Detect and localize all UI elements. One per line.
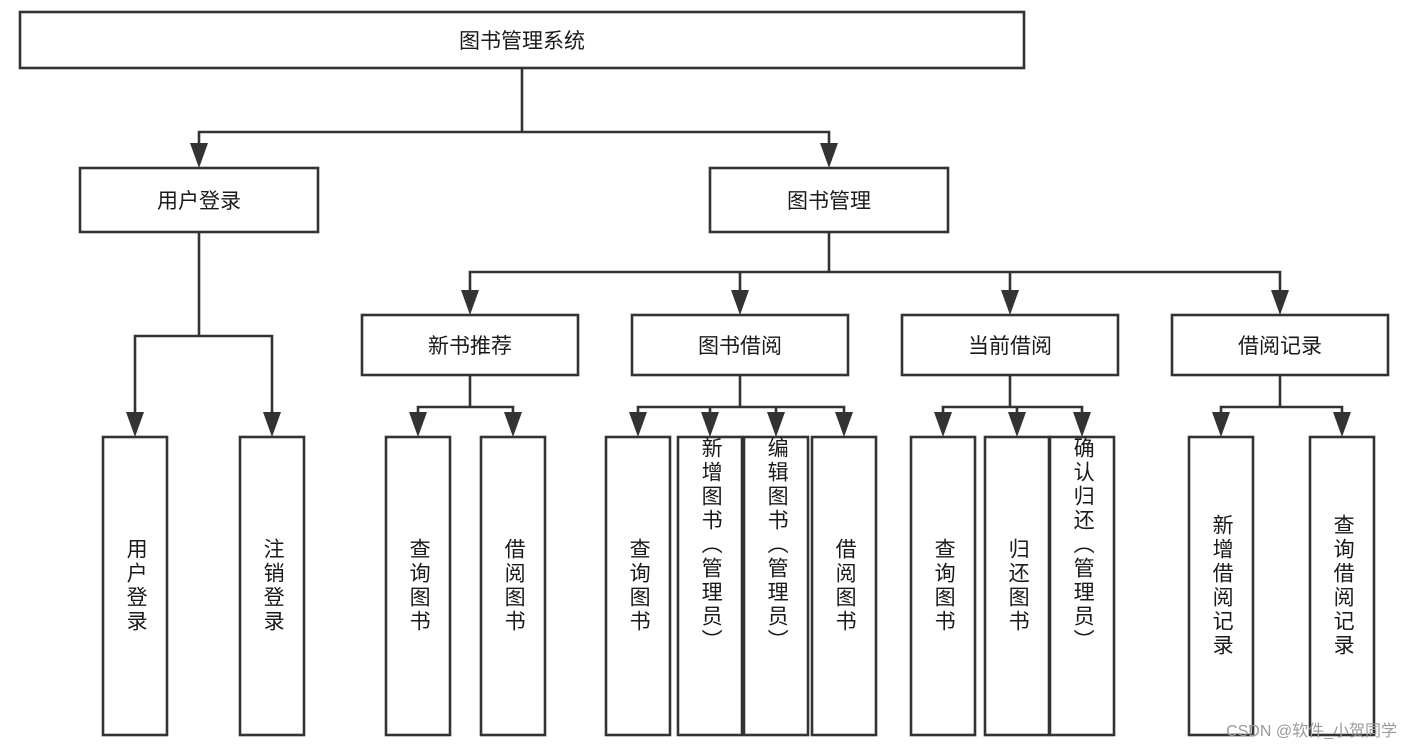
arrow-to-current-query-book [934, 412, 952, 437]
arrow-to-record-query [1333, 412, 1351, 437]
connector-new-book-recommend-bus [416, 373, 515, 417]
node-box-user-logout[interactable] [238, 435, 306, 737]
arrow-to-user-logout [263, 412, 281, 437]
node-box-current-query-book[interactable] [909, 435, 977, 737]
node-box-recommend-query-book[interactable] [384, 435, 452, 737]
node-box-root[interactable] [18, 10, 1026, 70]
arrow-to-recommend-query-book [409, 412, 427, 437]
node-box-borrow-add-book[interactable] [676, 435, 744, 737]
arrow-to-borrow-add-book [701, 412, 719, 437]
arrow-to-recommend-borrow-book [504, 412, 522, 437]
connector-root-bus [197, 66, 831, 148]
connector-layer [126, 66, 1351, 437]
arrow-to-current-confirm-return [1073, 412, 1091, 437]
connector-user-login-bus [133, 230, 274, 417]
node-box-record-query[interactable] [1308, 435, 1376, 737]
node-box-borrow-record[interactable] [1170, 313, 1390, 377]
arrow-to-book-borrow [731, 290, 749, 315]
node-box-recommend-borrow-book[interactable] [479, 435, 547, 737]
node-box-record-add[interactable] [1187, 435, 1255, 737]
arrow-to-current-return-book [1008, 412, 1026, 437]
arrow-to-current-borrow [1001, 290, 1019, 315]
connector-current-borrow-bus [941, 373, 1084, 417]
node-box-borrow-borrow-book[interactable] [810, 435, 878, 737]
node-box-borrow-query-book[interactable] [604, 435, 672, 737]
node-box-book-manage[interactable] [708, 166, 950, 234]
node-box-new-book-recommend[interactable] [360, 313, 580, 377]
box-layer [18, 10, 1390, 737]
node-box-current-borrow[interactable] [900, 313, 1120, 377]
arrow-to-borrow-record [1271, 290, 1289, 315]
arrow-to-record-add [1212, 412, 1230, 437]
node-box-borrow-edit-book[interactable] [742, 435, 810, 737]
node-box-user-login-do[interactable] [101, 435, 169, 737]
arrow-to-user-login-do [126, 412, 144, 437]
arrow-to-borrow-borrow-book [835, 412, 853, 437]
arrow-to-borrow-query-book [629, 412, 647, 437]
connector-book-borrow-bus [636, 373, 846, 417]
arrow-to-new-book-recommend [461, 290, 479, 315]
connector-borrow-record-bus [1219, 373, 1344, 417]
node-box-user-login[interactable] [78, 166, 320, 234]
arrow-to-user-login [190, 143, 208, 168]
node-box-book-borrow[interactable] [630, 313, 850, 377]
arrow-to-book-manage [820, 143, 838, 168]
node-box-current-return-book[interactable] [983, 435, 1051, 737]
node-box-current-confirm-return[interactable] [1048, 435, 1116, 737]
connector-book-manage-bus [468, 230, 1282, 295]
arrow-to-borrow-edit-book [767, 412, 785, 437]
